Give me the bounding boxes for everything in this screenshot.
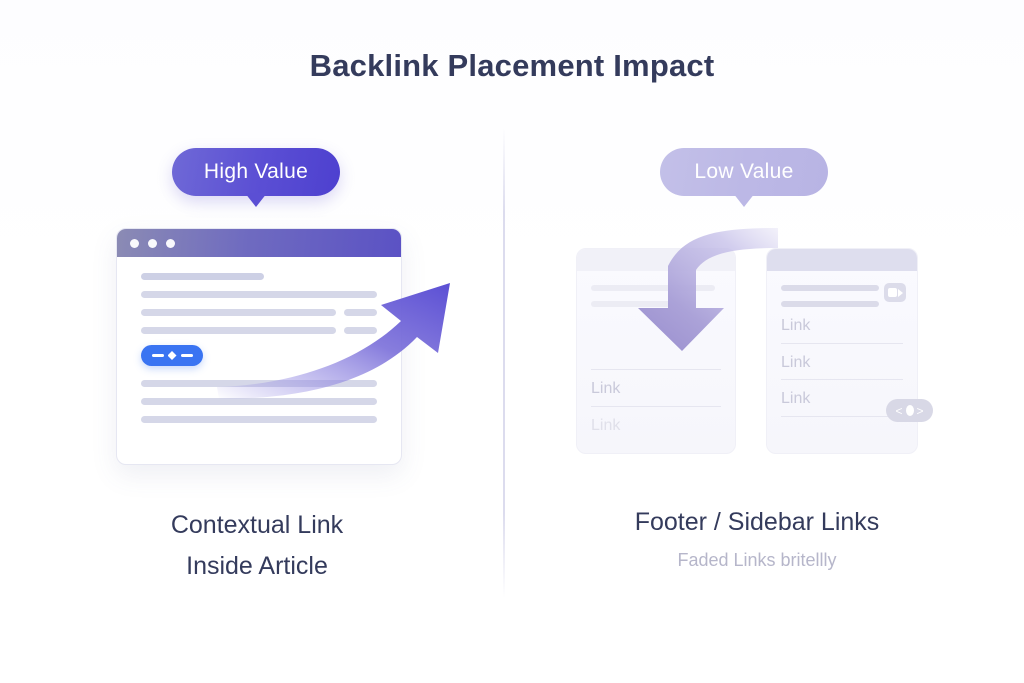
- skeleton-line: [141, 291, 377, 298]
- sidebar-links-panel: Link Link Link: [766, 248, 918, 454]
- skeleton-segment-long: [141, 309, 336, 316]
- skeleton-line: [141, 380, 377, 387]
- left-caption-line2: Inside Article: [186, 551, 328, 580]
- code-embed-icon: < >: [886, 399, 933, 422]
- window-dot-maximize-icon: [166, 238, 175, 248]
- code-chevron-left-icon: <: [895, 403, 903, 418]
- skeleton-heading: [141, 273, 264, 280]
- right-caption-subtitle: Faded Links britellly: [677, 550, 837, 570]
- link-dash-left-icon: [151, 354, 164, 357]
- sidebar-panel-header: [767, 249, 917, 271]
- sidebar-skeleton-line: [781, 285, 879, 291]
- footer-panel-header: [577, 249, 735, 271]
- sidebar-skeleton-line: [781, 301, 879, 307]
- article-browser-window: [116, 228, 402, 465]
- skeleton-segment-short: [344, 309, 377, 316]
- window-dot-close-icon: [130, 238, 139, 248]
- media-badge-icon: [884, 283, 906, 302]
- footer-link-item[interactable]: Link: [591, 380, 621, 397]
- footer-link-item[interactable]: Link: [591, 416, 621, 434]
- low-value-badge-label: Low Value: [694, 160, 794, 183]
- footer-panel-body: Link Link: [577, 271, 735, 434]
- low-value-badge: Low Value: [660, 148, 828, 207]
- skeleton-segment-short: [344, 327, 377, 334]
- link-dash-right-icon: [180, 354, 193, 357]
- skeleton-line: [141, 398, 377, 405]
- badge-tail-low: [733, 193, 755, 207]
- footer-skeleton-line: [591, 301, 695, 307]
- skeleton-line-split: [141, 327, 377, 334]
- code-dot-icon: [905, 405, 914, 416]
- right-caption: Footer / Sidebar Links Faded Links brite…: [596, 505, 918, 573]
- sidebar-panel-body: Link Link Link: [767, 271, 917, 417]
- browser-content: [117, 257, 401, 423]
- contextual-link-pill[interactable]: [141, 345, 203, 366]
- sidebar-link-item[interactable]: Link: [781, 317, 811, 334]
- left-caption: Contextual Link Inside Article: [96, 505, 418, 586]
- high-value-badge-label: High Value: [203, 160, 309, 183]
- right-caption-title: Footer / Sidebar Links: [634, 508, 880, 536]
- left-caption-line1: Contextual Link: [170, 511, 344, 539]
- high-value-badge: High Value: [172, 148, 340, 207]
- footer-spacer: [591, 317, 721, 369]
- footer-links-panel: Link Link: [576, 248, 736, 454]
- media-square-icon: [887, 288, 897, 297]
- sidebar-link-rule: [781, 415, 903, 417]
- window-dot-minimize-icon: [148, 238, 157, 248]
- footer-link-rule: [591, 405, 721, 407]
- code-chevron-right-icon: >: [916, 403, 924, 418]
- link-diamond-icon: [167, 351, 177, 360]
- sidebar-link-item[interactable]: Link: [781, 353, 811, 371]
- media-triangle-icon: [897, 288, 903, 297]
- skeleton-segment-long: [141, 327, 336, 334]
- sidebar-link-rule: [781, 342, 903, 344]
- sidebar-link-item[interactable]: Link: [781, 390, 811, 408]
- skeleton-line-split: [141, 309, 377, 316]
- badge-tail-high: [245, 193, 267, 207]
- footer-skeleton-line: [591, 285, 715, 291]
- footer-link-rule: [591, 369, 721, 370]
- page-title: Backlink Placement Impact: [309, 48, 715, 83]
- sidebar-link-rule: [781, 379, 903, 381]
- browser-titlebar: [117, 229, 401, 257]
- skeleton-line: [141, 416, 377, 423]
- center-divider: [503, 128, 505, 598]
